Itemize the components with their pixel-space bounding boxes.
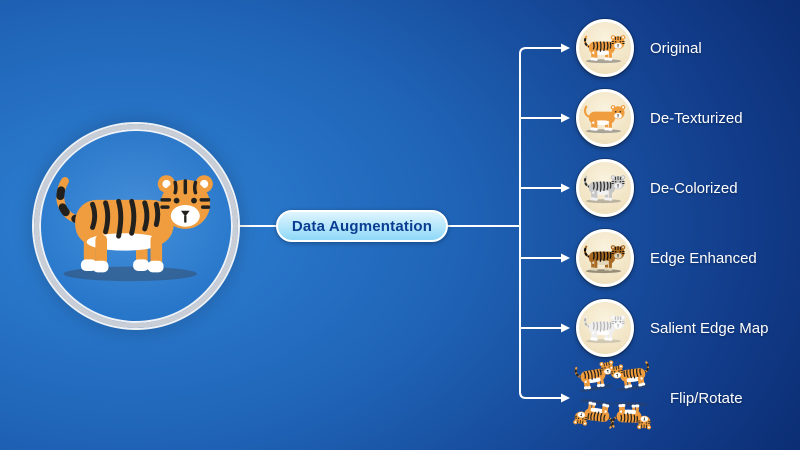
data-augmentation-label: Data Augmentation xyxy=(291,217,433,235)
item-label-salient-edge-map: Salient Edge Map xyxy=(650,319,769,337)
row-edge-enhanced: Edge Enhanced xyxy=(576,229,757,287)
row-flip-rotate: Flip/Rotate xyxy=(571,358,743,435)
arrowhead-icons xyxy=(561,43,570,403)
item-label-de-texturized: De-Texturized xyxy=(650,109,743,127)
item-label-original: Original xyxy=(650,39,702,57)
item-label-de-colorized: De-Colorized xyxy=(650,179,738,197)
source-image-circle xyxy=(34,124,238,328)
row-de-texturized: De-Texturized xyxy=(576,89,743,147)
thumb-salient-edge-map xyxy=(576,299,634,357)
row-salient-edge-map: Salient Edge Map xyxy=(576,299,768,357)
thumb-de-texturized xyxy=(576,89,634,147)
row-original: Original xyxy=(576,19,702,77)
thumb-de-colorized xyxy=(576,159,634,217)
item-label-flip-rotate: Flip/Rotate xyxy=(670,389,743,407)
thumb-flip-rotate xyxy=(571,358,654,435)
data-augmentation-node: Data Augmentation xyxy=(276,210,448,242)
thumb-original xyxy=(576,19,634,77)
item-label-edge-enhanced: Edge Enhanced xyxy=(650,249,757,267)
thumb-edge-enhanced xyxy=(576,229,634,287)
tiger-illustration xyxy=(49,168,223,284)
row-de-colorized: De-Colorized xyxy=(576,159,738,217)
